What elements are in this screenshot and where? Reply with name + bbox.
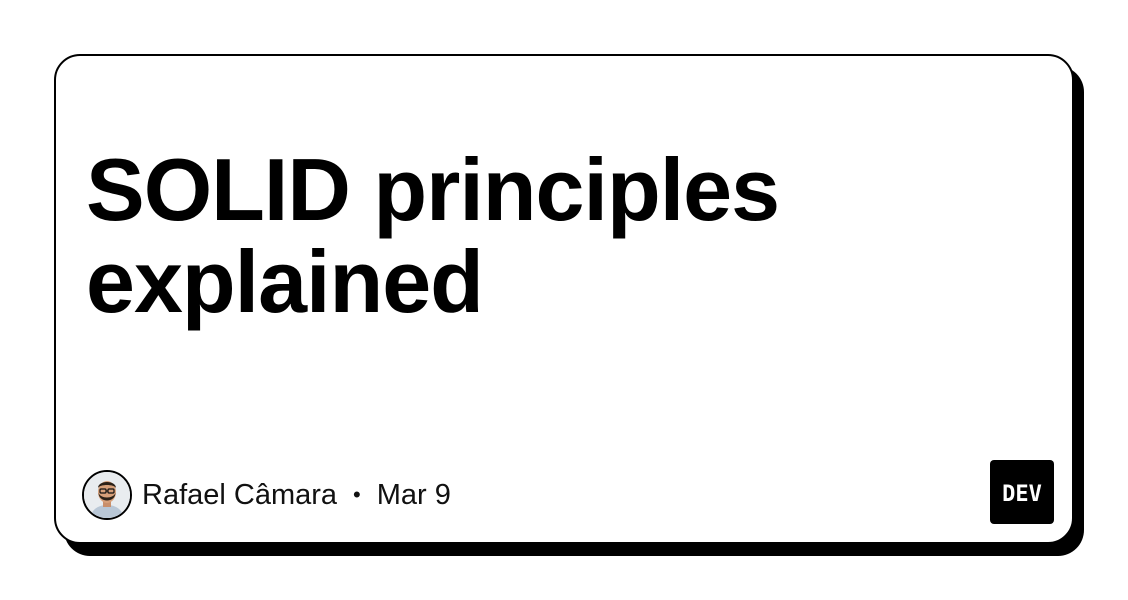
dev-logo[interactable]: DEV (990, 460, 1054, 524)
article-card[interactable]: SOLID principles explained (54, 54, 1074, 544)
byline-separator: • (353, 482, 361, 507)
publish-date: Mar 9 (376, 478, 451, 511)
author-avatar[interactable] (82, 470, 132, 520)
dev-logo-text: DEV (1002, 482, 1042, 507)
byline: Rafael Câmara • Mar 9 (82, 468, 451, 522)
article-title: SOLID principles explained (86, 140, 780, 331)
dev-logo-icon: DEV (990, 460, 1054, 524)
author-name[interactable]: Rafael Câmara (142, 478, 338, 511)
avatar-portrait-icon (84, 472, 130, 518)
